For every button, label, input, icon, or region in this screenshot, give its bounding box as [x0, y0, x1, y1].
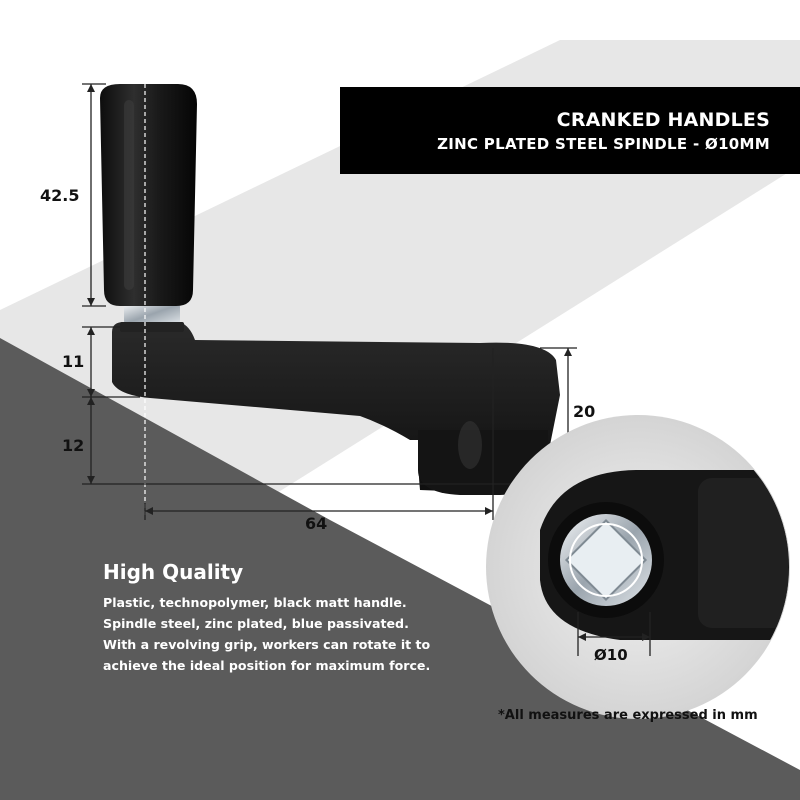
grip-highlight — [124, 100, 134, 290]
bore-inner-ring — [569, 523, 643, 597]
detail-arm-recess — [698, 478, 788, 628]
spindle-collar — [124, 304, 180, 324]
grip — [100, 84, 197, 306]
quality-line: achieve the ideal position for maximum f… — [103, 658, 431, 673]
quality-description: High Quality Plastic, technopolymer, bla… — [103, 560, 493, 676]
dimension-arm-length: 64 — [305, 514, 328, 533]
measurement-footnote: *All measures are expressed in mm — [498, 708, 758, 723]
dimension-spindle-offset: 12 — [62, 436, 85, 455]
quality-heading: High Quality — [103, 560, 244, 584]
dimension-spindle-diameter: Ø10 — [594, 646, 628, 664]
hub-highlight — [458, 421, 482, 469]
quality-line: Spindle steel, zinc plated, blue passiva… — [103, 616, 409, 631]
banner-subtitle: ZINC PLATED STEEL SPINDLE - Ø10MM — [437, 135, 770, 153]
dimension-arm-thickness: 11 — [62, 352, 85, 371]
quality-line: With a revolving grip, workers can rotat… — [103, 637, 431, 652]
square-socket — [564, 518, 648, 602]
quality-line: Plastic, technopolymer, black matt handl… — [103, 595, 407, 610]
dimension-arrows — [87, 84, 572, 515]
banner-title: CRANKED HANDLES — [556, 109, 770, 131]
spindle-detail — [486, 415, 790, 719]
collar-ring — [120, 322, 184, 332]
dimension-hub-height: 20 — [573, 402, 596, 421]
title-banner: CRANKED HANDLES ZINC PLATED STEEL SPINDL… — [340, 87, 800, 174]
dimension-grip-height: 42.5 — [40, 186, 80, 205]
